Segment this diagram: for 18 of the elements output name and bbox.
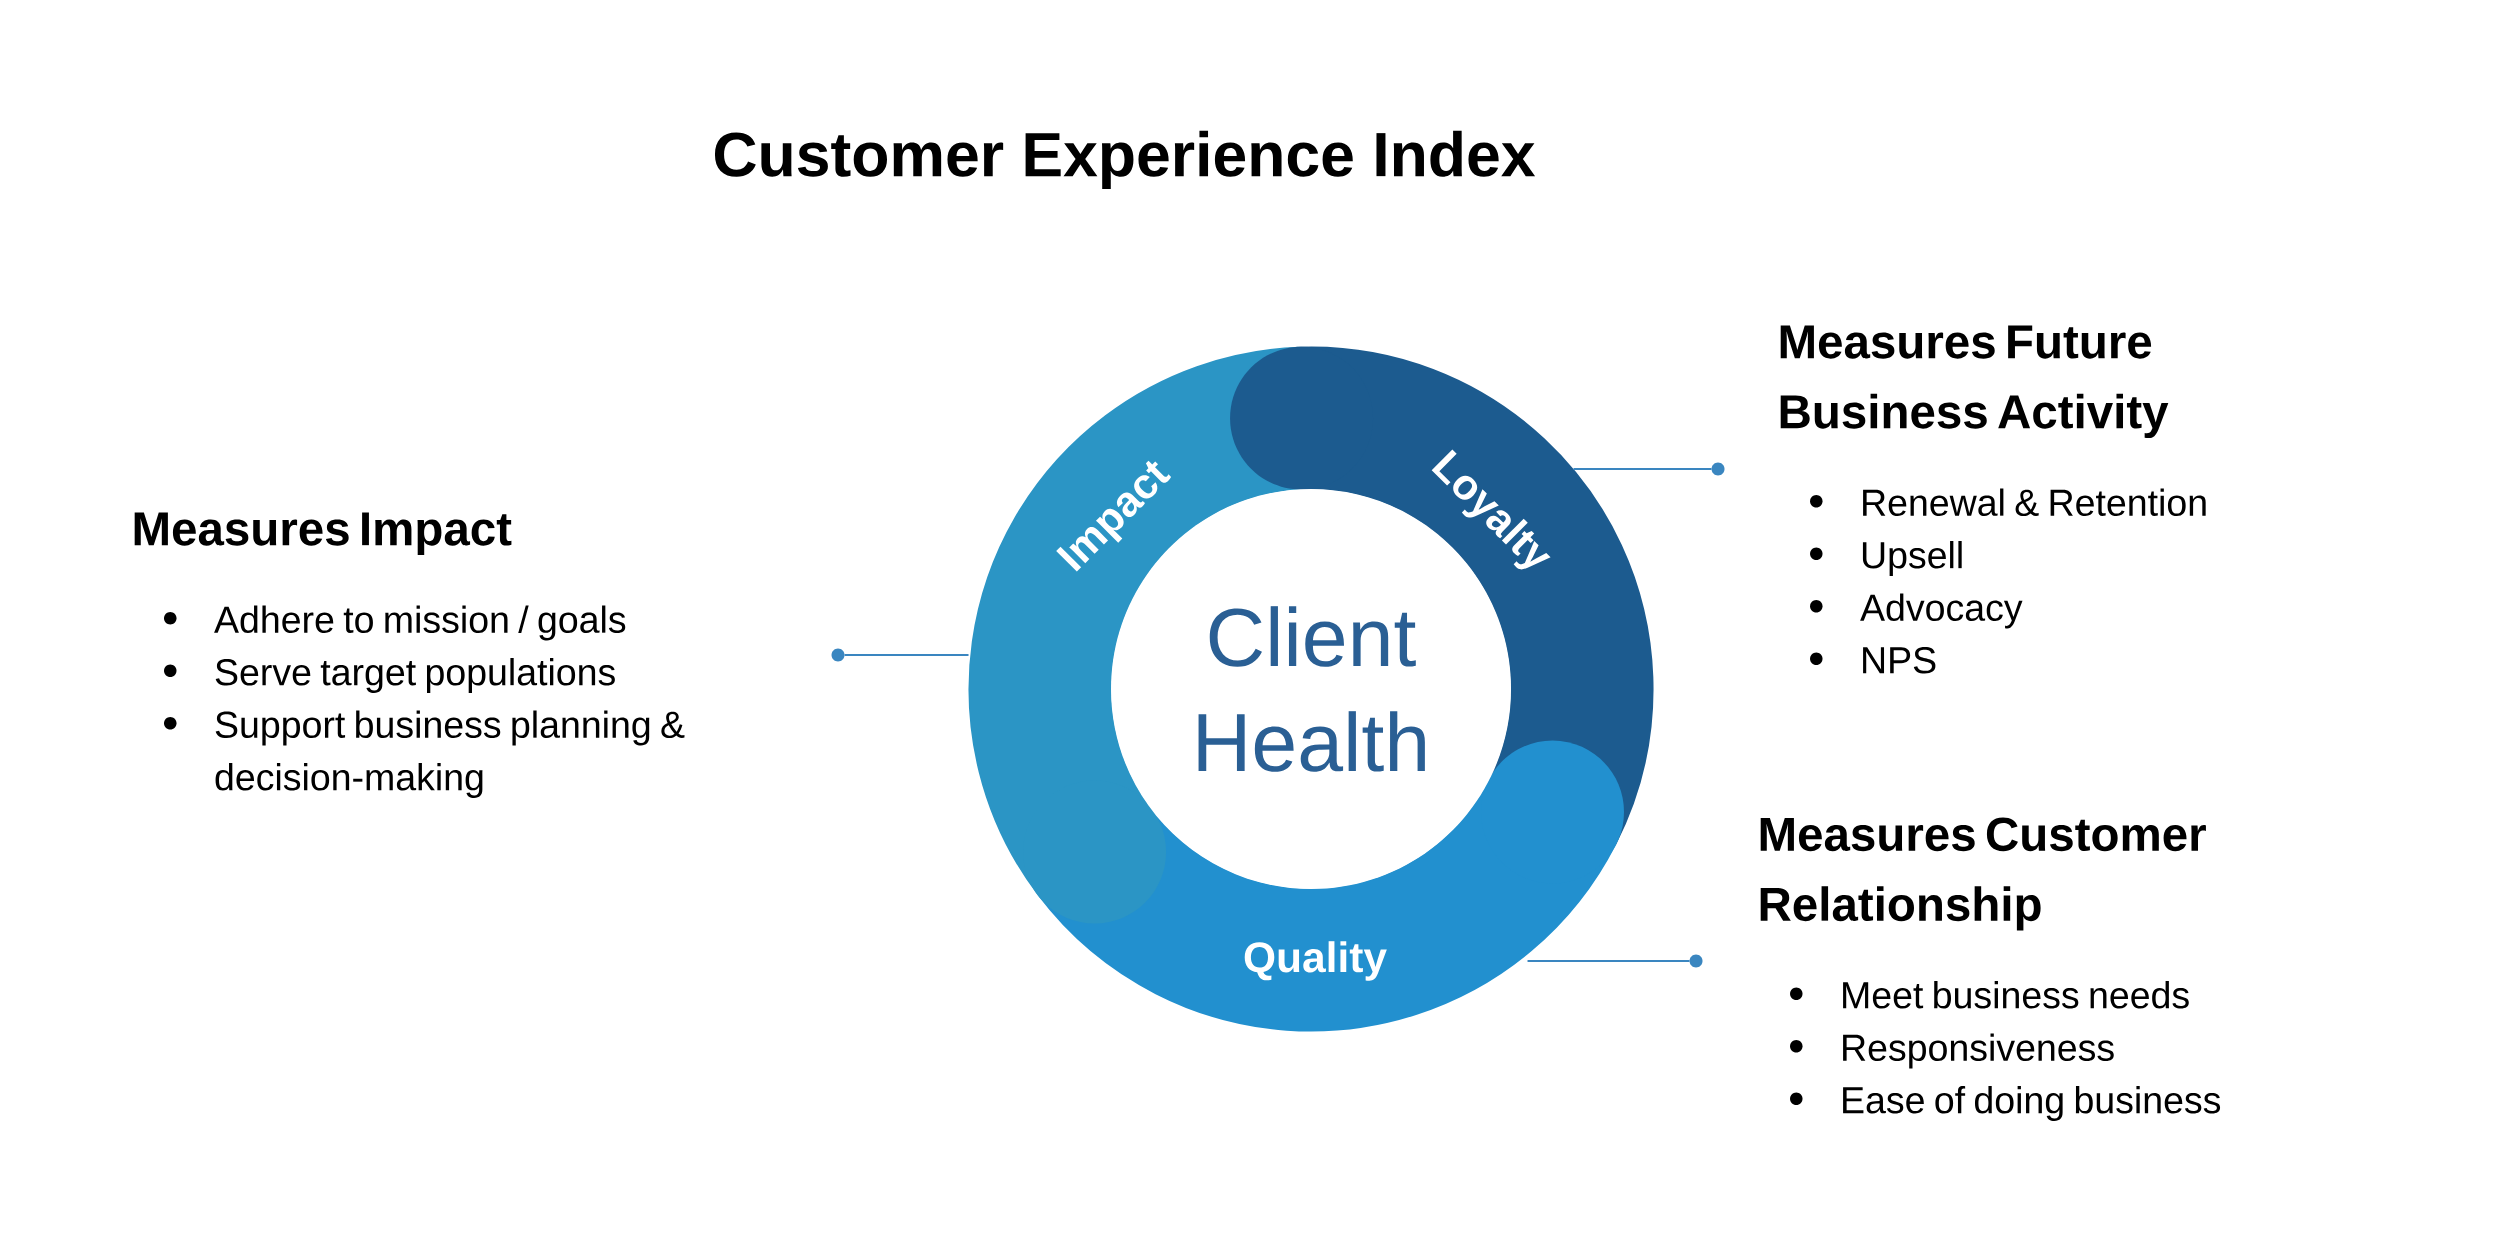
- leader-line: [1572, 468, 1713, 470]
- leader-line: [843, 654, 970, 656]
- bullet-item: Advocacy: [1860, 593, 2023, 629]
- bullet-item: Renewal & Retention: [1863, 488, 2206, 516]
- bullet-item: Adhere to mission / goals: [214, 605, 626, 641]
- heading: Measures Customer Relationship: [1760, 817, 2206, 931]
- bullet-item: Responsiveness: [1843, 1033, 2114, 1069]
- bullet-item: Support business planning & decision-making: [215, 710, 685, 798]
- heading: Measures Impact: [134, 512, 512, 555]
- heading: Measures Future Business Activity: [1780, 325, 2169, 438]
- segment-label: Quality: [1244, 941, 1387, 981]
- title: Customer Experience Index: [714, 130, 1536, 190]
- bullet-item: Upsell: [1862, 541, 1962, 576]
- bullet-item: NPS: [1863, 646, 1936, 674]
- bullet-item: Meet business needs: [1843, 981, 2189, 1009]
- bullet-item: Serve target populations: [215, 658, 615, 693]
- leader-line: [1526, 960, 1691, 962]
- bullet-item: Ease of doing business: [1843, 1086, 2221, 1121]
